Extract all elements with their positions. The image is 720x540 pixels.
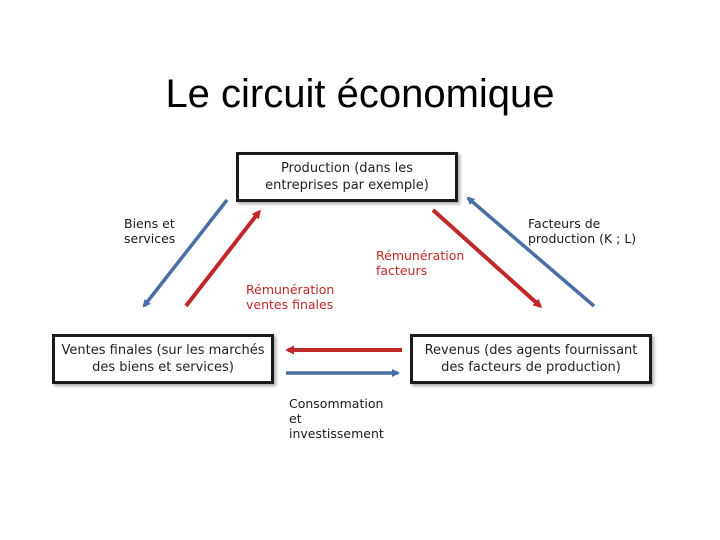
label-facteurs-line-1: Facteurs de xyxy=(528,216,601,231)
label-remuneration-facteurs: Rémunération facteurs xyxy=(376,248,464,278)
label-consommation: Consommation et investissement xyxy=(289,396,384,441)
slide-title: Le circuit économique xyxy=(165,72,555,116)
arrow-facteurs-production xyxy=(466,196,596,308)
ventes-finales-box: Ventes finales (sur les marchés des bien… xyxy=(52,334,274,384)
production-box-line-1: Production (dans les xyxy=(280,161,414,176)
label-biens-line-1: Biens et xyxy=(124,216,175,231)
arrow-remuneration-facteurs xyxy=(431,208,543,309)
ventes-box-line-2: des biens et services) xyxy=(92,360,234,375)
label-rem-ventes-line-1: Rémunération xyxy=(246,282,335,297)
label-facteurs-production: Facteurs de production (K ; L) xyxy=(528,216,636,246)
label-conso-line-3: investissement xyxy=(289,426,384,441)
arrow-biens-services xyxy=(142,198,229,308)
label-rem-facteurs-line-1: Rémunération xyxy=(376,248,465,263)
label-rem-ventes-line-2: ventes finales xyxy=(246,297,334,312)
arrow-remuneration-ventes xyxy=(184,209,261,308)
label-conso-line-1: Consommation xyxy=(289,396,384,411)
revenus-box: Revenus (des agents fournissant des fact… xyxy=(410,334,652,384)
label-biens-services: Biens et services xyxy=(124,216,175,246)
label-rem-facteurs-line-2: facteurs xyxy=(376,263,428,278)
label-biens-line-2: services xyxy=(124,231,176,246)
label-facteurs-line-2: production (K ; L) xyxy=(528,231,637,246)
label-remuneration-ventes: Rémunération ventes finales xyxy=(246,282,334,312)
production-box-line-2: entreprises par exemple) xyxy=(265,178,429,193)
ventes-box-line-1: Ventes finales (sur les marchés xyxy=(61,343,265,358)
revenus-box-line-1: Revenus (des agents fournissant xyxy=(424,343,638,358)
revenus-box-line-2: des facteurs de production) xyxy=(441,360,621,375)
label-conso-line-2: et xyxy=(289,411,302,426)
production-box: Production (dans les entreprises par exe… xyxy=(236,152,458,202)
